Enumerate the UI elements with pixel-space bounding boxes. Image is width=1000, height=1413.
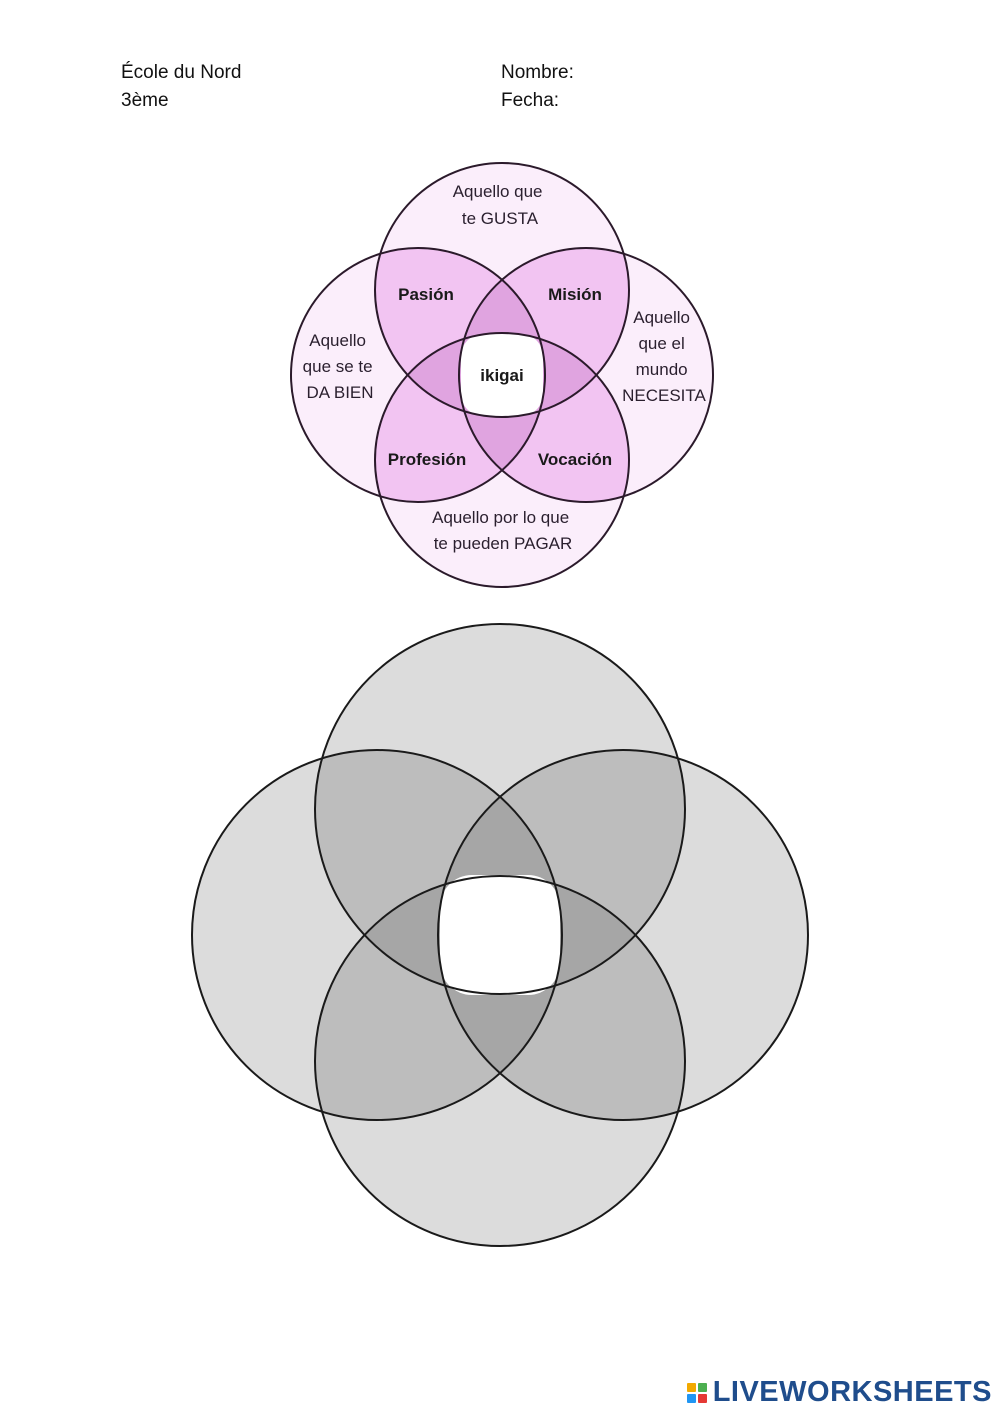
right-circle-label: Aquello que el mundo NECESITA [622, 308, 706, 405]
ikigai-circle-bottom [374, 332, 630, 588]
left-circle-label: Aquello que se te DA BIEN [303, 331, 378, 402]
blank-ikigai-diagram [191, 623, 809, 1247]
mision-label: Misión [548, 285, 602, 304]
school-name: École du Nord [121, 62, 242, 83]
ikigai-diagram: Aquello que te GUSTA Aquello que se te D… [290, 162, 714, 588]
blank-circle-bottom [314, 875, 686, 1247]
liveworksheets-logo-icon [686, 1382, 707, 1403]
ikigai-circle-right [458, 247, 714, 503]
grade-label: 3ème [121, 90, 169, 111]
blank-circle-left [191, 749, 563, 1121]
ikigai-circle-left [290, 247, 546, 503]
date-label: Fecha: [501, 90, 560, 111]
ikigai-circle-top [374, 162, 630, 418]
bottom-circle-label: Aquello por lo que te pueden PAGAR [432, 508, 574, 553]
logo-text: LIVEWORKSHEETS [712, 1376, 992, 1408]
liveworksheets-logo: LIVEWORKSHEETS [686, 1376, 992, 1409]
pasion-label: Pasión [398, 285, 454, 304]
ikigai-center-label: ikigai [480, 366, 523, 385]
name-label: Nombre: [501, 62, 574, 83]
top-circle-label: Aquello que te GUSTA [453, 182, 548, 228]
vocacion-label: Vocación [538, 450, 612, 469]
blank-circle-right [437, 749, 809, 1121]
blank-circle-top [314, 623, 686, 995]
profesion-label: Profesión [388, 450, 466, 469]
